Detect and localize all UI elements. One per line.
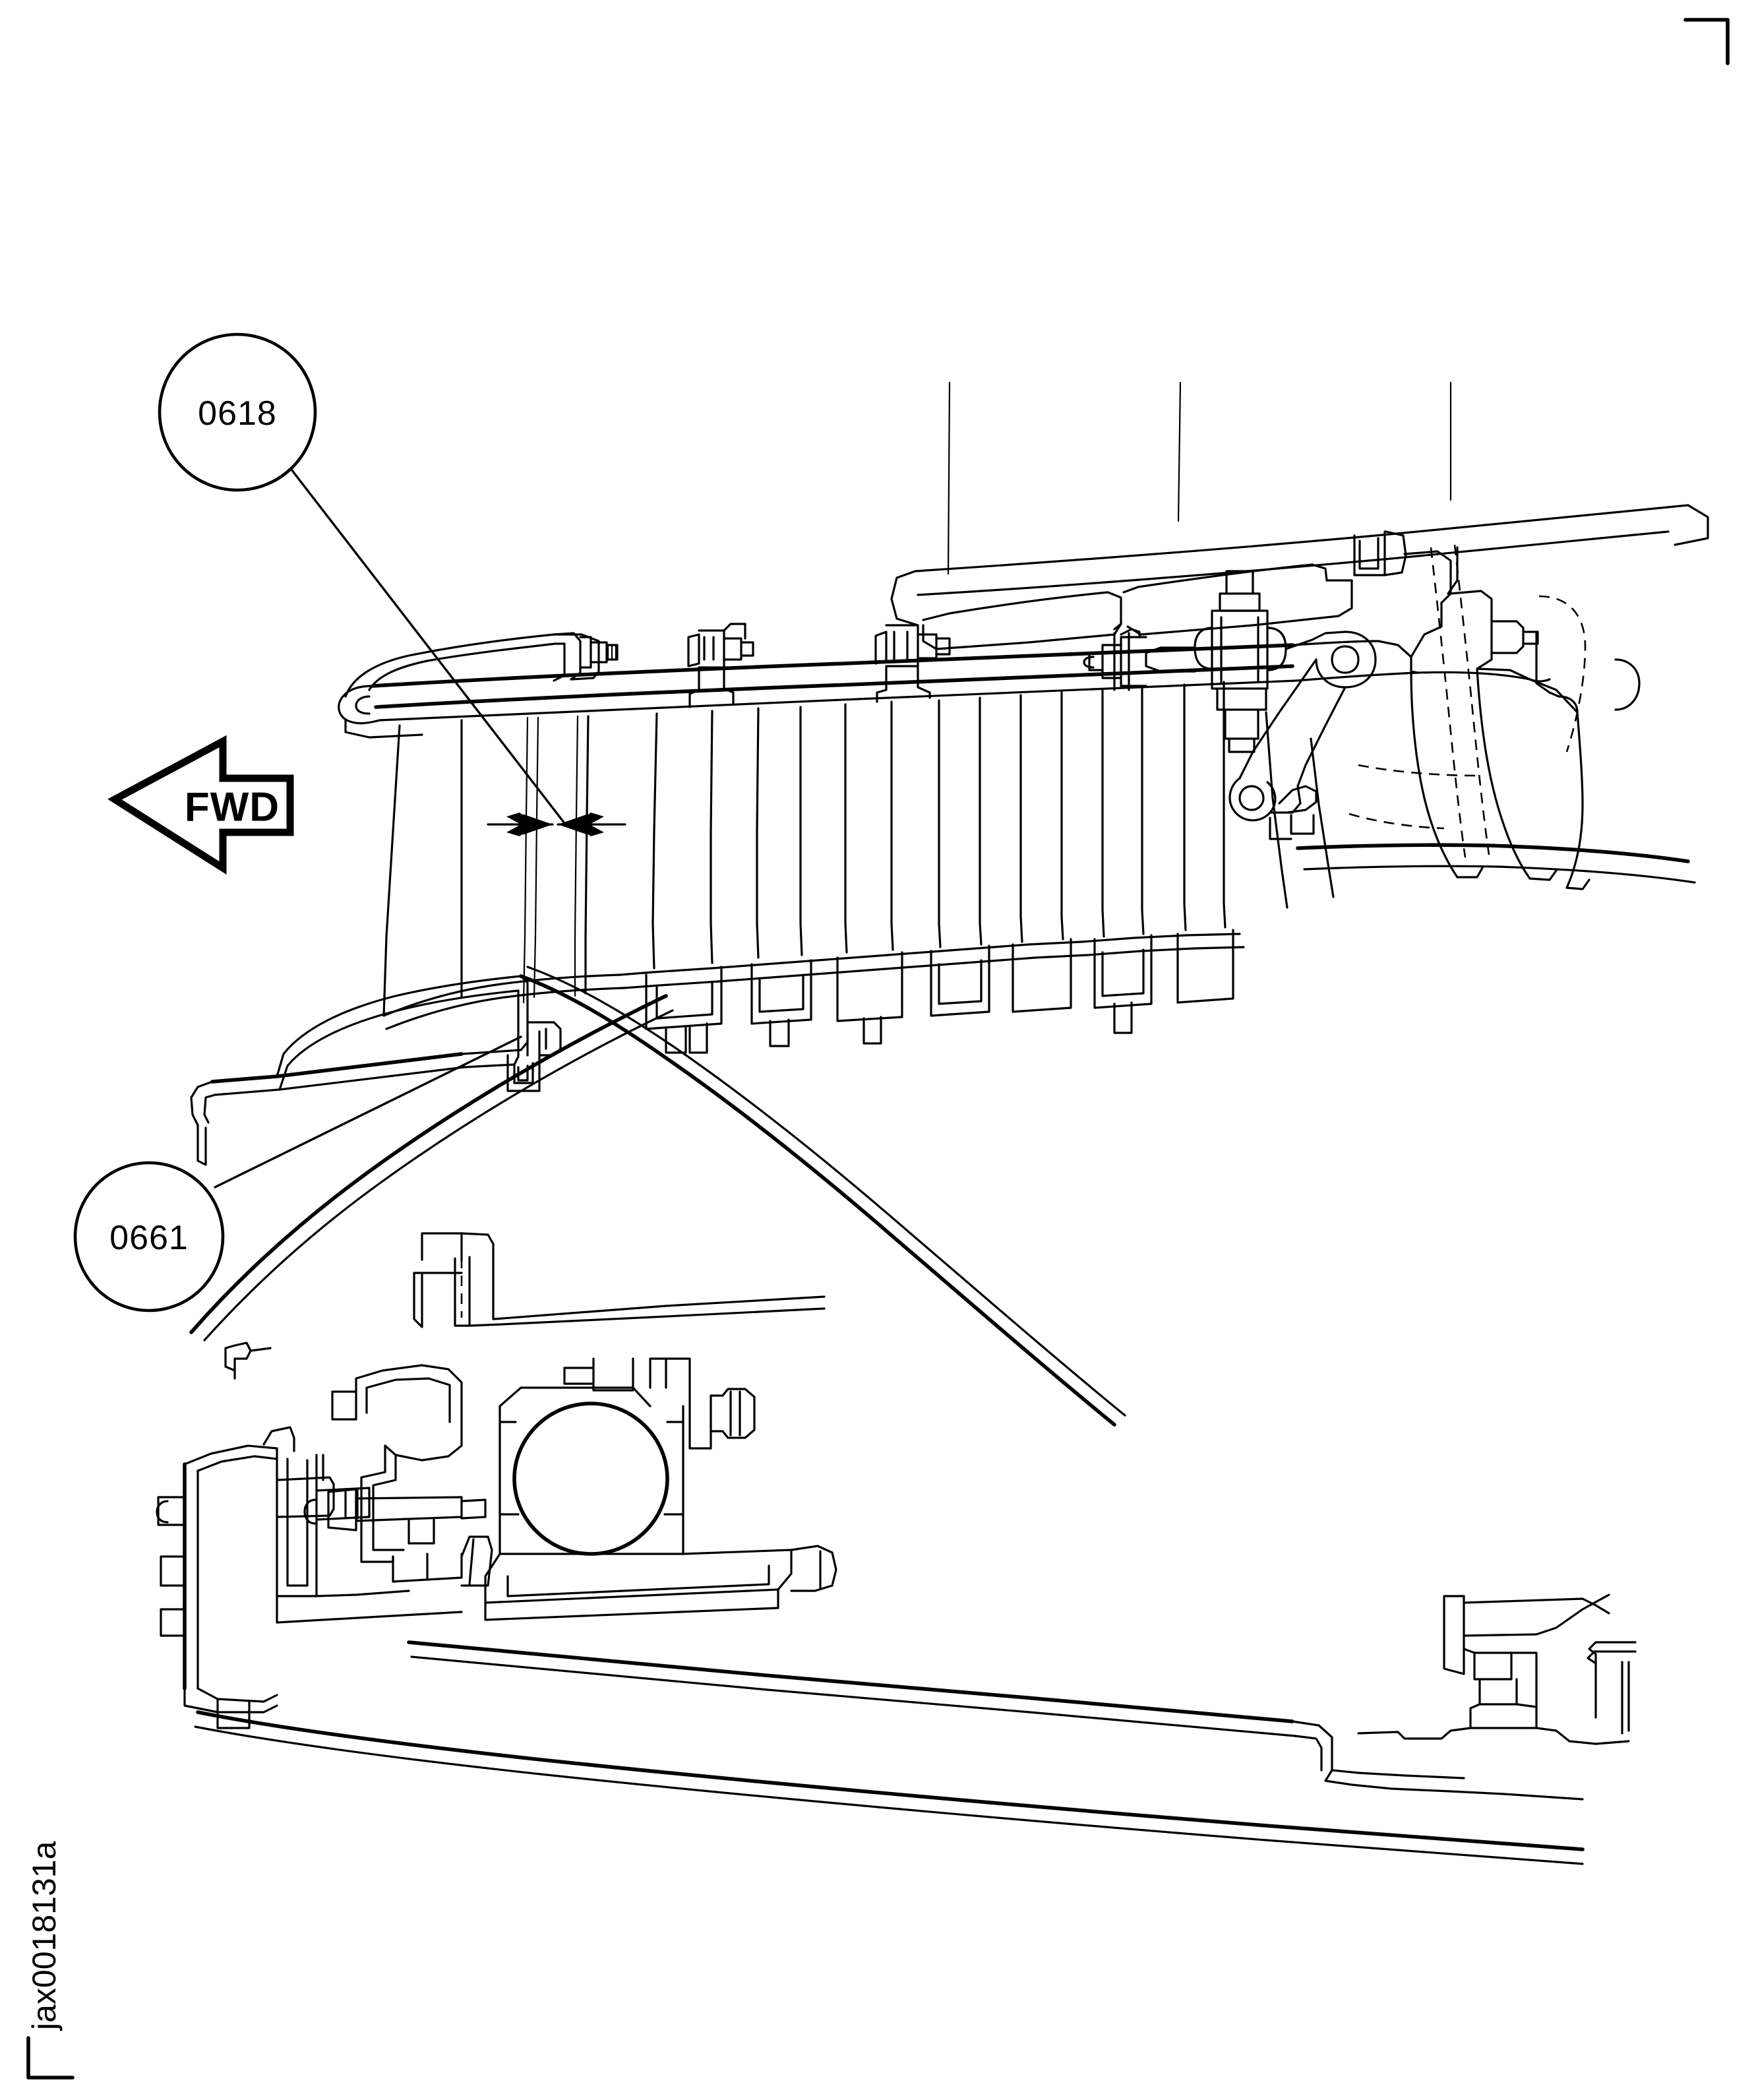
fwd-arrow-label: FWD xyxy=(185,785,280,830)
actuator-mount-platform xyxy=(1291,590,1579,714)
leader-line-0661 xyxy=(214,1035,522,1189)
vane-gap-dimension xyxy=(487,813,626,836)
figure-id: jax0018131a xyxy=(26,1841,63,2031)
lower-casing-diagonal-wall xyxy=(189,966,1126,1427)
callout-balloon-0661[interactable]: 0661 xyxy=(73,1161,225,1312)
inner-shroud-band xyxy=(382,929,1245,1054)
cut-reference-lines xyxy=(947,381,1452,575)
bottom-floor-rails xyxy=(194,1640,1585,1865)
left-lower-flange xyxy=(190,975,562,1166)
mid-frame-strut xyxy=(413,1232,826,1328)
vane-shroud-rail xyxy=(338,632,1298,739)
bearing-housing-block xyxy=(484,1357,837,1621)
top-right-crop-mark xyxy=(1683,18,1730,65)
fwd-direction-arrow: FWD xyxy=(107,735,294,875)
outlet-guide-vane-region xyxy=(1296,544,1696,890)
figure-id-label: jax0018131a xyxy=(26,1841,63,2031)
left-seal-hooks xyxy=(224,1342,272,1380)
vsv-bellcrank-assembly xyxy=(1083,570,1377,840)
upper-outer-casing xyxy=(890,504,1709,650)
callout-balloon-0618[interactable]: 0618 xyxy=(158,332,317,492)
compressor-airfoil-row xyxy=(382,681,1335,1017)
left-linkage-sub-assembly xyxy=(303,1364,493,1587)
leader-line-0618 xyxy=(290,468,566,824)
forward-mount-flange xyxy=(156,1426,463,1729)
aft-mount-bracket xyxy=(1357,1593,1637,1745)
callout-0661-label: 0661 xyxy=(109,1219,189,1257)
bottom-left-crop-mark xyxy=(26,2036,75,2080)
callout-0618-label: 0618 xyxy=(198,394,277,433)
casing-bolt-details xyxy=(579,623,951,708)
